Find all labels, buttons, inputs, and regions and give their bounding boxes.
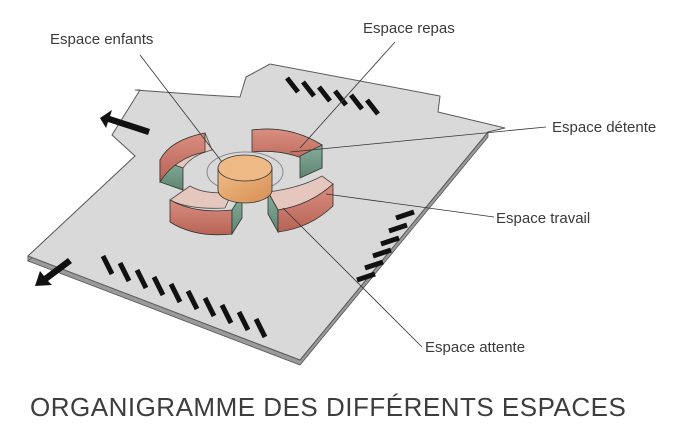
- pods: [159, 128, 334, 236]
- floor-slab: [27, 63, 506, 366]
- pod-travail: [267, 175, 334, 234]
- pod-left: [159, 132, 213, 191]
- diagram-caption: ORGANIGRAMME DES DIFFÉRENTS ESPACES: [30, 392, 627, 422]
- label-espace-attente: Espace attente: [425, 339, 525, 356]
- entry-arrow-icon: [100, 110, 150, 135]
- stripes-top: [285, 76, 380, 116]
- pod-repas: [251, 128, 323, 179]
- center-cylinder: [217, 154, 273, 204]
- label-espace-repas: Espace repas: [363, 20, 455, 37]
- stripes-right: [356, 209, 415, 283]
- label-espace-enfants: Espace enfants: [50, 31, 153, 48]
- stripes-bottom: [100, 254, 268, 339]
- pod-front-left: [169, 185, 243, 236]
- leader-lines: [139, 41, 547, 348]
- label-espace-detente: Espace détente: [552, 119, 656, 136]
- entry-arrow-icon: [35, 258, 72, 286]
- label-espace-travail: Espace travail: [496, 210, 590, 227]
